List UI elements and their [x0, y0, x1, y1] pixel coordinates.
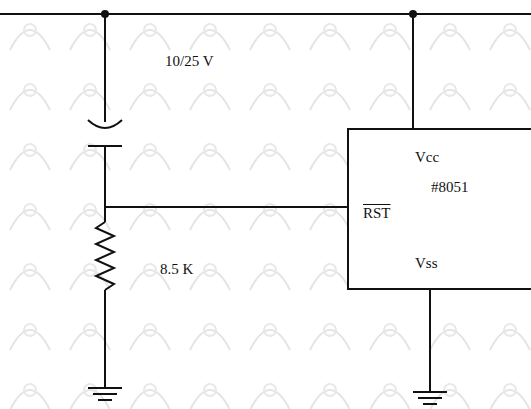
- wire: [104, 146, 106, 222]
- ground-symbol: [423, 403, 437, 405]
- vss-wire: [429, 290, 431, 392]
- chip-box: Vcc #8051RST Vss: [347, 128, 531, 290]
- pin-name: Vcc: [415, 150, 439, 165]
- resistor-symbol: [96, 222, 114, 290]
- ground-symbol: [88, 387, 122, 389]
- wire: [104, 290, 106, 388]
- pin-name: Vss: [415, 256, 438, 271]
- chip-name: #8051: [431, 180, 469, 195]
- ground-symbol: [98, 399, 112, 401]
- capacitor-curved-plate: [88, 120, 122, 128]
- vcc-wire: [412, 14, 414, 128]
- pin-name: RST: [363, 206, 391, 221]
- resistor-value: 8.5 K: [160, 262, 193, 277]
- capacitor-value: 10/25 V: [165, 54, 213, 69]
- ground-symbol: [93, 393, 117, 395]
- wire: [104, 14, 106, 122]
- ground-symbol: [413, 391, 447, 393]
- ground-symbol: [418, 397, 442, 399]
- vcc-rail: [0, 13, 531, 15]
- junction-dot: [101, 10, 109, 18]
- junction-dot: [409, 10, 417, 18]
- rst-wire: [105, 206, 347, 208]
